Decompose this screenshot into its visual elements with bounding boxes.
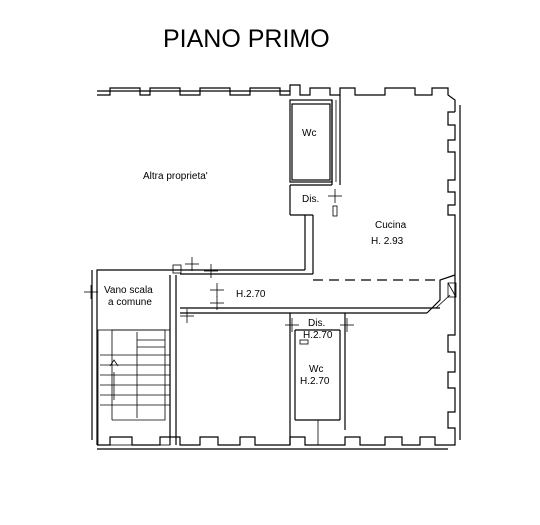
label-corridor-height: H.2.70 — [236, 289, 266, 300]
label-cucina: Cucina — [375, 220, 407, 231]
lower-service-block — [285, 313, 354, 445]
plan-title: PIANO PRIMO — [163, 25, 330, 53]
label-wc-bottom: Wc — [309, 364, 323, 375]
corridor-walls — [180, 269, 457, 314]
label-dis-bottom: Dis. — [308, 318, 325, 329]
label-cucina-height: H. 2.93 — [371, 236, 404, 247]
upper-service-block — [289, 95, 342, 274]
label-dis-bottom-height: H.2.70 — [303, 330, 333, 341]
label-a-comune: a comune — [108, 297, 152, 308]
bottom-wall — [97, 436, 448, 450]
label-wc-bottom-height: H.2.70 — [300, 376, 330, 387]
staircase — [97, 329, 171, 446]
door-marks — [84, 257, 224, 323]
label-wc-top: Wc — [302, 128, 316, 139]
label-vano-scala: Vano scala — [104, 285, 153, 296]
label-dis-top: Dis. — [302, 194, 319, 205]
right-wall — [447, 105, 461, 446]
top-wall — [97, 84, 456, 112]
label-altra-proprieta: Altra proprieta' — [143, 171, 208, 182]
stair-block — [91, 264, 182, 445]
